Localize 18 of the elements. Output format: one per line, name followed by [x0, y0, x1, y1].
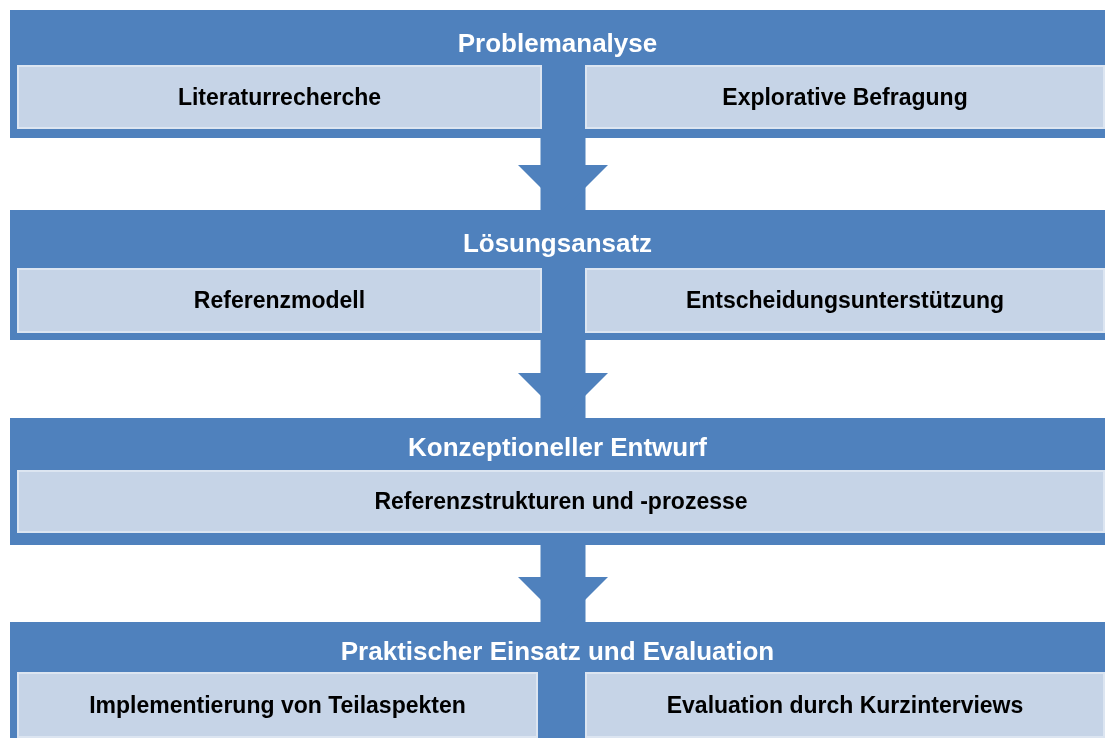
step-box: Entscheidungsunterstützung: [585, 268, 1105, 333]
phase-title: Konzeptioneller Entwurf: [407, 432, 708, 463]
phase-band: [10, 622, 1105, 738]
phase-band: [10, 10, 1105, 138]
step-box: Literaturrecherche: [17, 65, 542, 129]
block-arrow: [518, 138, 608, 210]
step-box: Referenzstrukturen und -prozesse: [17, 470, 1105, 533]
step-box: Implementierung von Teilaspekten: [17, 672, 538, 738]
phase-band: [10, 210, 1105, 340]
block-arrow: [518, 545, 608, 622]
phase-title: Praktischer Einsatz und Evaluation: [339, 636, 776, 667]
step-box: Referenzmodell: [17, 268, 542, 333]
block-arrow: [518, 340, 608, 418]
step-box: Evaluation durch Kurzinterviews: [585, 672, 1105, 738]
phase-band: [10, 418, 1105, 545]
phase-title: Lösungsansatz: [461, 228, 654, 259]
phase-title: Problemanalyse: [456, 28, 659, 59]
step-box: Explorative Befragung: [585, 65, 1105, 129]
